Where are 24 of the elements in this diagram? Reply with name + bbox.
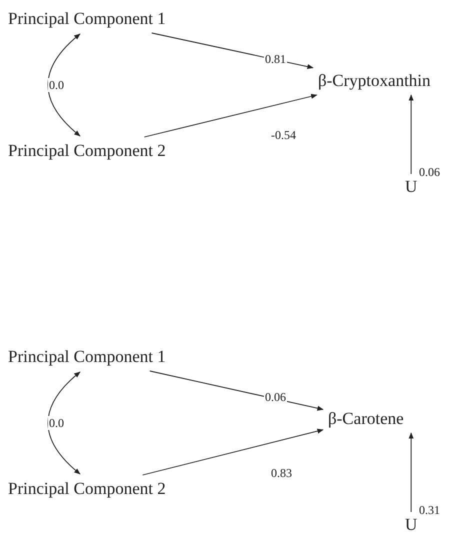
arrow (149, 370, 324, 411)
variable-label: Principal Component 1 (6, 8, 168, 30)
arrow (142, 428, 324, 476)
arrow (408, 94, 414, 174)
edge-label: -0.54 (270, 128, 297, 142)
edge-label: 0.83 (270, 466, 293, 480)
edge-label: 0.06 (418, 165, 441, 179)
arrow (408, 432, 414, 512)
variable-label: β-Carotene (326, 408, 406, 430)
arrow (144, 94, 318, 138)
edge-label: 0.0 (48, 78, 65, 92)
variable-label: U (403, 176, 420, 198)
arrow (48, 372, 80, 474)
variable-label: Principal Component 2 (6, 478, 168, 500)
arrow (48, 34, 80, 136)
edge-label: 0.0 (48, 416, 65, 430)
edge-label: 0.06 (264, 390, 287, 404)
variable-label: β-Cryptoxanthin (316, 70, 433, 92)
arrow (151, 32, 314, 70)
variable-label: U (403, 514, 420, 536)
variable-label: Principal Component 1 (6, 346, 168, 368)
edge-label: 0.81 (264, 52, 287, 66)
variable-label: Principal Component 2 (6, 140, 168, 162)
edge-label: 0.31 (418, 503, 441, 517)
